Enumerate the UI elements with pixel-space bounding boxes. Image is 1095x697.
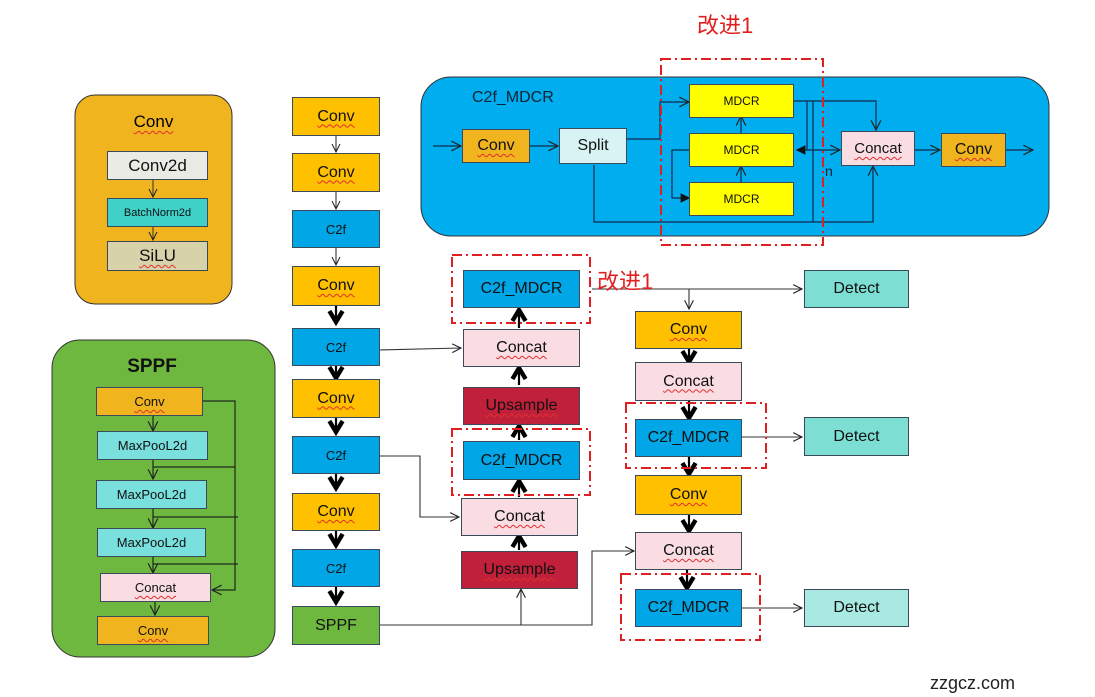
silu-block[interactable]: SiLU	[107, 241, 208, 271]
backbone-sppf[interactable]: SPPF	[292, 606, 380, 645]
sppf-concat[interactable]: Concat	[100, 573, 211, 602]
c2f-mdcr-conv-in[interactable]: Conv	[462, 129, 530, 163]
neck-c2f-mdcr-2[interactable]: C2f_MDCR	[463, 441, 580, 480]
neck-c2f-mdcr-4[interactable]: C2f_MDCR	[635, 589, 742, 627]
backbone-conv-3[interactable]: Conv	[292, 266, 380, 306]
backbone-conv-2[interactable]: Conv	[292, 153, 380, 192]
neck-concat-3[interactable]: Concat	[635, 362, 742, 401]
sppf-conv-in[interactable]: Conv	[96, 387, 203, 416]
sppf-panel-title: SPPF	[127, 356, 177, 377]
detect-head-2[interactable]: Detect	[804, 417, 909, 456]
neck-upsample-1[interactable]: Upsample	[463, 387, 580, 425]
backbone-c2f-3[interactable]: C2f	[292, 436, 380, 474]
neck-c2f-mdcr-1[interactable]: C2f_MDCR	[463, 270, 580, 308]
highlight-frame-4	[620, 573, 761, 641]
c2f-mdcr-conv-out[interactable]: Conv	[941, 133, 1006, 167]
detect-head-3[interactable]: Detect	[804, 589, 909, 627]
improvement-label-top: 改进1	[697, 13, 754, 38]
c2f-mdcr-concat[interactable]: Concat	[841, 131, 915, 166]
neck-concat-4[interactable]: Concat	[635, 532, 742, 570]
watermark: zzgcz.com	[930, 673, 1016, 693]
repeat-n-label: n	[825, 163, 833, 179]
sppf-conv-out[interactable]: Conv	[97, 616, 209, 645]
mdcr-block-1[interactable]: MDCR	[689, 84, 794, 118]
mdcr-block-2[interactable]: MDCR	[689, 133, 794, 167]
backbone-c2f-4[interactable]: C2f	[292, 549, 380, 587]
conv2d-block[interactable]: Conv2d	[107, 151, 208, 180]
detect-head-1[interactable]: Detect	[804, 270, 909, 308]
sppf-maxpool-1[interactable]: MaxPooL2d	[97, 431, 208, 460]
backbone-conv-1[interactable]: Conv	[292, 97, 380, 136]
highlight-frame-mdcr	[660, 58, 824, 246]
neck-upsample-2[interactable]: Upsample	[461, 551, 578, 589]
c2f-mdcr-split[interactable]: Split	[559, 128, 627, 164]
c2f-mdcr-panel-title: C2f_MDCR	[472, 89, 554, 106]
neck-conv-1[interactable]: Conv	[635, 311, 742, 349]
backbone-c2f-2[interactable]: C2f	[292, 328, 380, 366]
neck-c2f-mdcr-3[interactable]: C2f_MDCR	[635, 419, 742, 457]
backbone-c2f-1[interactable]: C2f	[292, 210, 380, 248]
highlight-frame-2	[451, 428, 591, 496]
batchnorm2d-block[interactable]: BatchNorm2d	[107, 198, 208, 227]
backbone-conv-4[interactable]: Conv	[292, 379, 380, 418]
improvement-label-mid: 改进1	[597, 269, 654, 294]
highlight-frame-3	[625, 402, 767, 469]
neck-concat-1[interactable]: Concat	[463, 329, 580, 367]
neck-concat-2[interactable]: Concat	[461, 498, 578, 536]
sppf-maxpool-2[interactable]: MaxPooL2d	[96, 480, 207, 509]
highlight-frame-1	[451, 254, 591, 324]
mdcr-block-3[interactable]: MDCR	[689, 182, 794, 216]
backbone-conv-5[interactable]: Conv	[292, 493, 380, 531]
conv-panel-title: Conv	[133, 112, 174, 131]
neck-conv-2[interactable]: Conv	[635, 475, 742, 515]
sppf-maxpool-3[interactable]: MaxPooL2d	[97, 528, 206, 557]
